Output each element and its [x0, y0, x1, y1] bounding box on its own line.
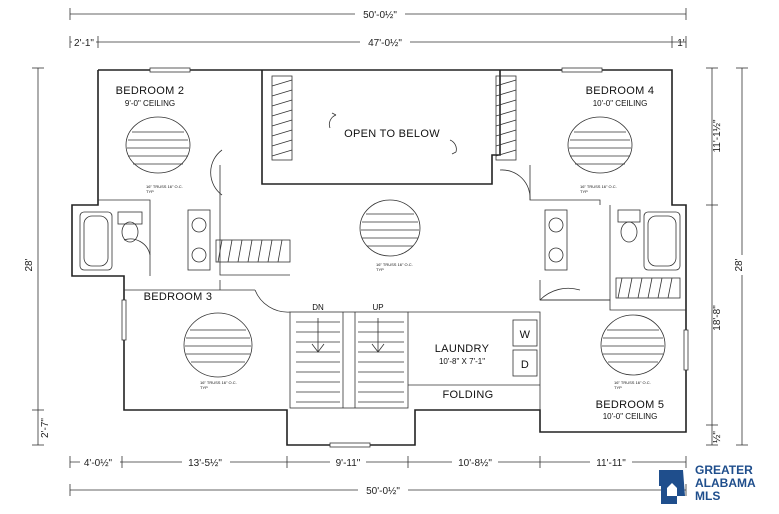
- room-label-bedroom2: BEDROOM 2: [116, 85, 185, 97]
- truss-tyb-bedroom4: TYP: [580, 189, 588, 194]
- truss-tyb-hall: TYP: [376, 267, 384, 272]
- dim-top-left: 2'-1": [74, 38, 94, 49]
- logo-line-3: MLS: [695, 489, 721, 503]
- closets: [215, 75, 681, 299]
- ceiling-label-bedroom2: 9'-0" CEILING: [125, 99, 175, 108]
- dryer-label: D: [521, 359, 529, 371]
- dim-bottom-5: 11'-11": [596, 458, 626, 469]
- windows: [121, 67, 689, 448]
- dim-top-middle: 47'-0½": [368, 38, 402, 49]
- dim-right-bottom: ½": [712, 431, 723, 443]
- room-label-bedroom4: BEDROOM 4: [586, 85, 655, 97]
- washer-label: W: [520, 329, 531, 341]
- dim-right-overall: 28': [734, 258, 745, 271]
- dim-bottom-3: 9'-11": [336, 458, 361, 469]
- truss-tyb-bedroom3: TYP: [200, 385, 208, 390]
- dimension-lines: [32, 8, 748, 496]
- room-label-laundry: LAUNDRY: [435, 343, 490, 355]
- ceiling-label-bedroom4: 10'-0" CEILING: [593, 99, 648, 108]
- truss-note-hall: 16" TRUSS 16" O.C.: [376, 262, 413, 267]
- logo-line-1: GREATER: [695, 463, 753, 477]
- stair-up-label: UP: [372, 303, 383, 312]
- dim-bottom-overall: 50'-0½": [366, 486, 400, 497]
- truss-note-bedroom3: 16" TRUSS 16" O.C.: [200, 380, 237, 385]
- stair-down-label: DN: [312, 303, 324, 312]
- truss-note-bedroom2: 16" TRUSS 16" O.C.: [146, 184, 183, 189]
- dim-top-right: 1': [677, 38, 685, 49]
- logo-line-2: ALABAMA: [695, 476, 756, 490]
- room-label-bedroom3: BEDROOM 3: [144, 291, 213, 303]
- truss-note-bedroom5: 16" TRUSS 16" O.C.: [614, 380, 651, 385]
- dim-left-small: 2'-7": [40, 418, 51, 438]
- room-label-open-to-below: OPEN TO BELOW: [344, 128, 440, 140]
- truss-note-bedroom4: 16" TRUSS 16" O.C.: [580, 184, 617, 189]
- bathrooms: [79, 209, 681, 271]
- greater-alabama-mls-logo: GREATER ALABAMA MLS: [653, 462, 773, 510]
- ceiling-fixtures: [125, 116, 666, 378]
- room-label-folding: FOLDING: [443, 389, 494, 401]
- ceiling-label-bedroom5: 10'-0" CEILING: [603, 412, 658, 421]
- house-state-icon: [659, 470, 685, 504]
- dim-top-overall: 50'-0½": [363, 10, 397, 21]
- dim-right-mid: 18'-8": [712, 305, 723, 331]
- dim-bottom-1: 4'-0½": [84, 458, 113, 469]
- dim-bottom-4: 10'-8½": [458, 458, 492, 469]
- truss-tyb-bedroom5: TYP: [614, 385, 622, 390]
- stairs: [296, 318, 404, 403]
- truss-tyb-bedroom2: TYP: [146, 189, 154, 194]
- open-arrow-left: [328, 112, 337, 129]
- dim-left-overall: 28': [24, 258, 35, 271]
- dim-right-top: 11'-1½": [712, 119, 723, 153]
- room-label-bedroom5: BEDROOM 5: [596, 399, 665, 411]
- exterior-walls: [71, 69, 687, 446]
- dim-bottom-2: 13'-5½": [188, 458, 222, 469]
- open-arrow-right: [449, 139, 457, 155]
- laundry-size: 10'-8" X 7'-1": [439, 357, 485, 366]
